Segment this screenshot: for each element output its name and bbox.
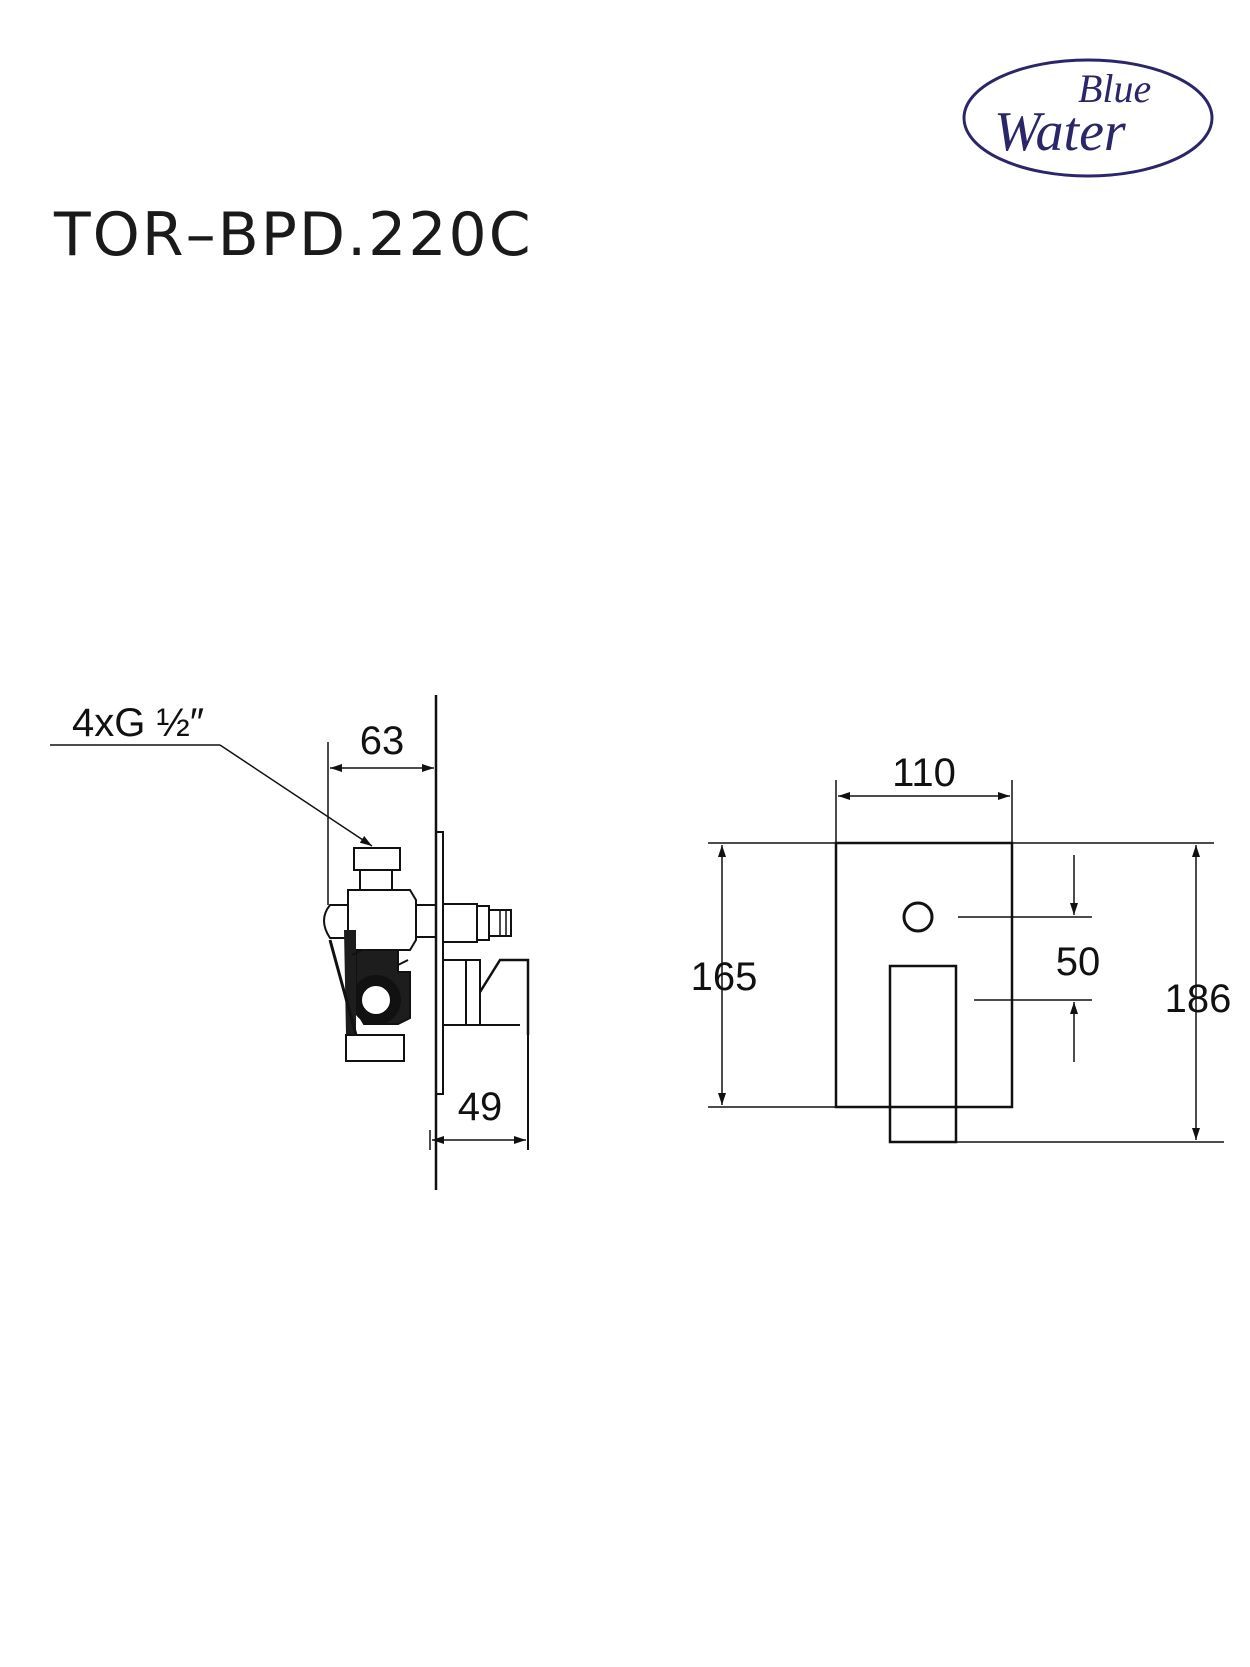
dim-50-label: 50 xyxy=(1056,940,1101,984)
model-code: TOR–BPD.220C xyxy=(54,200,533,270)
dim-110-label: 110 xyxy=(892,751,956,795)
logo-text-top: Blue xyxy=(1078,66,1151,111)
handle-front xyxy=(888,964,958,1144)
dim-165-label: 165 xyxy=(691,955,758,999)
brand-logo: Blue Water xyxy=(962,58,1214,178)
dimension-50: 50 xyxy=(958,855,1100,1062)
dim-186-label: 186 xyxy=(1165,977,1232,1021)
cover-plate-side xyxy=(435,831,444,1095)
dimension-186: 186 xyxy=(956,842,1232,1143)
handle-side xyxy=(443,958,530,1150)
dimension-49: 49 xyxy=(429,1085,526,1150)
side-view: 63 4xG ½″ 49 xyxy=(50,695,530,1190)
cover-plate-front xyxy=(834,841,1014,1109)
valve-body-side xyxy=(323,847,512,1062)
thread-leader: 4xG ½″ xyxy=(50,701,373,847)
dim-49-label: 49 xyxy=(458,1085,503,1129)
diverter-knob xyxy=(902,901,934,933)
logo-ellipse xyxy=(962,58,1214,178)
dim-63-label: 63 xyxy=(360,719,405,763)
dimension-165: 165 xyxy=(691,842,836,1108)
dimension-110: 110 xyxy=(835,751,1013,843)
front-view: 110 165 50 186 xyxy=(691,751,1232,1144)
logo-text-bottom: Water xyxy=(994,101,1126,163)
dimension-63: 63 xyxy=(327,719,434,905)
thread-label: 4xG ½″ xyxy=(72,701,204,745)
